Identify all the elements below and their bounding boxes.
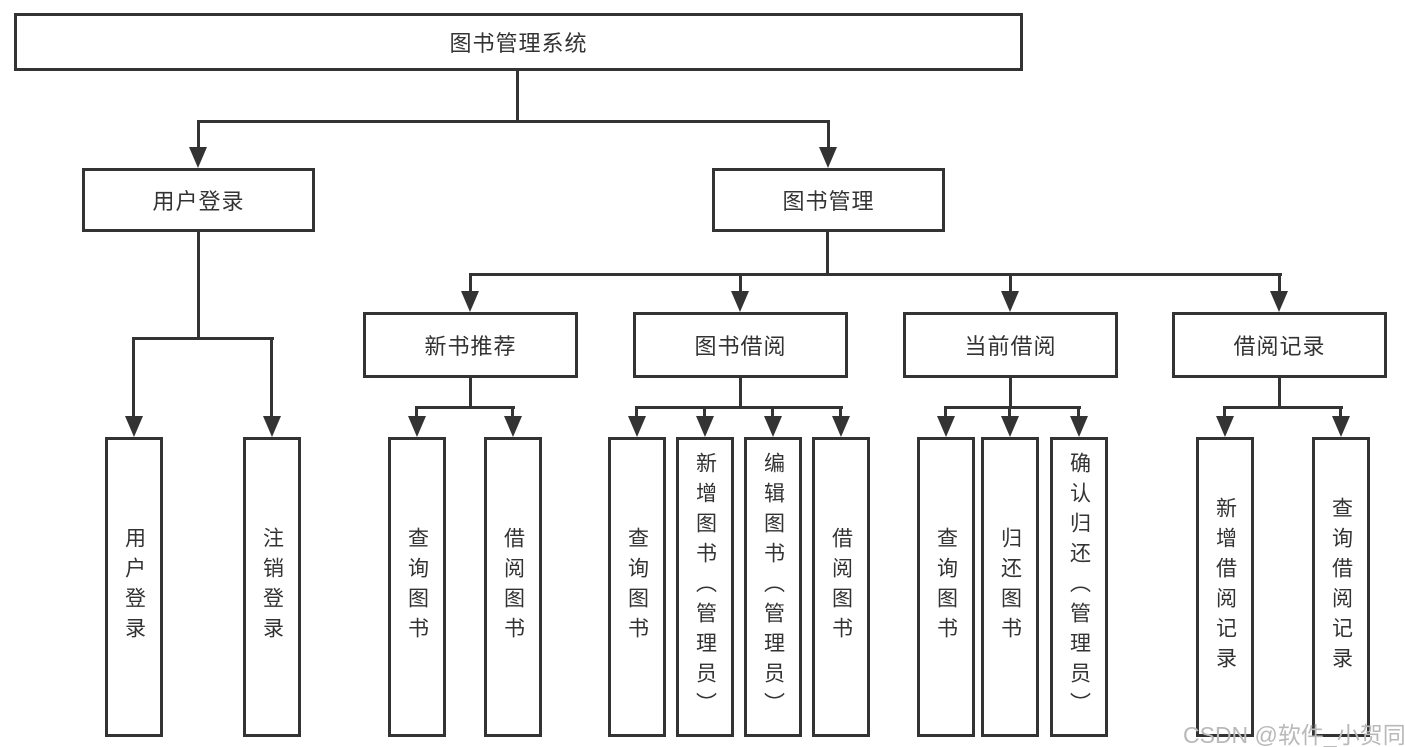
arrow-to-confirm-return bbox=[1070, 416, 1088, 437]
connector-drop-book-management bbox=[827, 120, 830, 150]
connector-drop-new-book-recommend bbox=[469, 273, 472, 294]
connector-current-borrowing-bar bbox=[944, 406, 1081, 409]
leaf-query-borrow-record: 查询借阅记录 bbox=[1312, 437, 1370, 737]
arrow-to-borrow-books-2 bbox=[832, 416, 850, 437]
arrow-to-query-books-1 bbox=[408, 416, 426, 437]
connector-root-bar bbox=[197, 120, 830, 123]
arrow-to-book-management bbox=[819, 147, 837, 168]
leaf-add-borrow-record: 新增借阅记录 bbox=[1196, 437, 1254, 737]
connector-borrowing-records-bar bbox=[1223, 406, 1343, 409]
node-book-borrowing: 图书借阅 bbox=[633, 312, 848, 378]
leaf-borrow-books-1: 借阅图书 bbox=[484, 437, 542, 737]
connector-book-management-stem bbox=[826, 232, 829, 273]
arrow-to-return-books bbox=[1001, 416, 1019, 437]
connector-drop-query-books-1 bbox=[415, 406, 418, 419]
arrow-to-current-borrowing bbox=[1001, 291, 1019, 312]
leaf-borrow-books-2: 借阅图书 bbox=[812, 437, 870, 737]
arrow-to-book-borrowing bbox=[731, 291, 749, 312]
arrow-to-borrow-books-1 bbox=[504, 416, 522, 437]
leaf-logout: 注销登录 bbox=[243, 437, 301, 737]
connector-drop-current-borrowing bbox=[1009, 273, 1012, 294]
leaf-confirm-return-admin: 确认归还（管理员） bbox=[1050, 437, 1108, 737]
arrow-to-query-books-3 bbox=[937, 416, 955, 437]
connector-book-management-bar bbox=[469, 273, 1282, 276]
connector-drop-borrow-books-2 bbox=[839, 406, 842, 419]
connector-user-login-bar bbox=[132, 337, 274, 340]
arrow-to-edit-books bbox=[764, 416, 782, 437]
node-borrowing-records: 借阅记录 bbox=[1172, 312, 1387, 378]
connector-drop-add-record bbox=[1223, 406, 1226, 419]
connector-borrowing-records-stem bbox=[1278, 378, 1281, 406]
connector-user-login-stem bbox=[197, 232, 200, 337]
arrow-to-query-record bbox=[1332, 416, 1350, 437]
connector-drop-leaf-user-login bbox=[132, 337, 135, 419]
node-current-borrowing: 当前借阅 bbox=[903, 312, 1118, 378]
connector-drop-add-books bbox=[703, 406, 706, 419]
arrow-to-leaf-user-login bbox=[125, 416, 143, 437]
leaf-query-books-2: 查询图书 bbox=[608, 437, 666, 737]
node-user-login: 用户登录 bbox=[82, 168, 315, 232]
connector-new-book-recommend-bar bbox=[415, 406, 515, 409]
arrow-to-add-books bbox=[696, 416, 714, 437]
arrow-to-borrowing-records bbox=[1270, 291, 1288, 312]
leaf-query-books-1: 查询图书 bbox=[388, 437, 446, 737]
connector-drop-confirm-return bbox=[1077, 406, 1080, 419]
arrow-to-user-login bbox=[189, 147, 207, 168]
connector-drop-query-books-3 bbox=[944, 406, 947, 419]
connector-drop-query-record bbox=[1339, 406, 1342, 419]
connector-drop-borrow-books-1 bbox=[511, 406, 514, 419]
node-library-management-system: 图书管理系统 bbox=[14, 13, 1023, 71]
connector-drop-query-books-2 bbox=[635, 406, 638, 419]
connector-drop-user-login bbox=[197, 120, 200, 150]
connector-drop-return-books bbox=[1008, 406, 1011, 419]
connector-book-borrowing-stem bbox=[739, 378, 742, 406]
leaf-add-books-admin: 新增图书（管理员） bbox=[676, 437, 734, 737]
arrow-to-leaf-logout bbox=[263, 416, 281, 437]
connector-drop-borrowing-records bbox=[1278, 273, 1281, 294]
leaf-return-books: 归还图书 bbox=[981, 437, 1039, 737]
connector-current-borrowing-stem bbox=[1009, 378, 1012, 406]
arrow-to-add-record bbox=[1216, 416, 1234, 437]
leaf-edit-books-admin: 编辑图书（管理员） bbox=[744, 437, 802, 737]
connector-drop-edit-books bbox=[771, 406, 774, 419]
connector-drop-leaf-logout bbox=[270, 337, 273, 419]
connector-book-borrowing-bar bbox=[635, 406, 843, 409]
leaf-query-books-3: 查询图书 bbox=[917, 437, 975, 737]
csdn-watermark: CSDN @软件_小贺同学 bbox=[1183, 722, 1405, 747]
node-book-management: 图书管理 bbox=[712, 168, 945, 232]
arrow-to-new-book-recommend bbox=[461, 291, 479, 312]
node-new-book-recommend: 新书推荐 bbox=[363, 312, 578, 378]
connector-new-book-recommend-stem bbox=[469, 378, 472, 406]
connector-root-stem bbox=[516, 70, 519, 120]
leaf-user-login: 用户登录 bbox=[105, 437, 163, 737]
connector-drop-book-borrowing bbox=[739, 273, 742, 294]
arrow-to-query-books-2 bbox=[628, 416, 646, 437]
